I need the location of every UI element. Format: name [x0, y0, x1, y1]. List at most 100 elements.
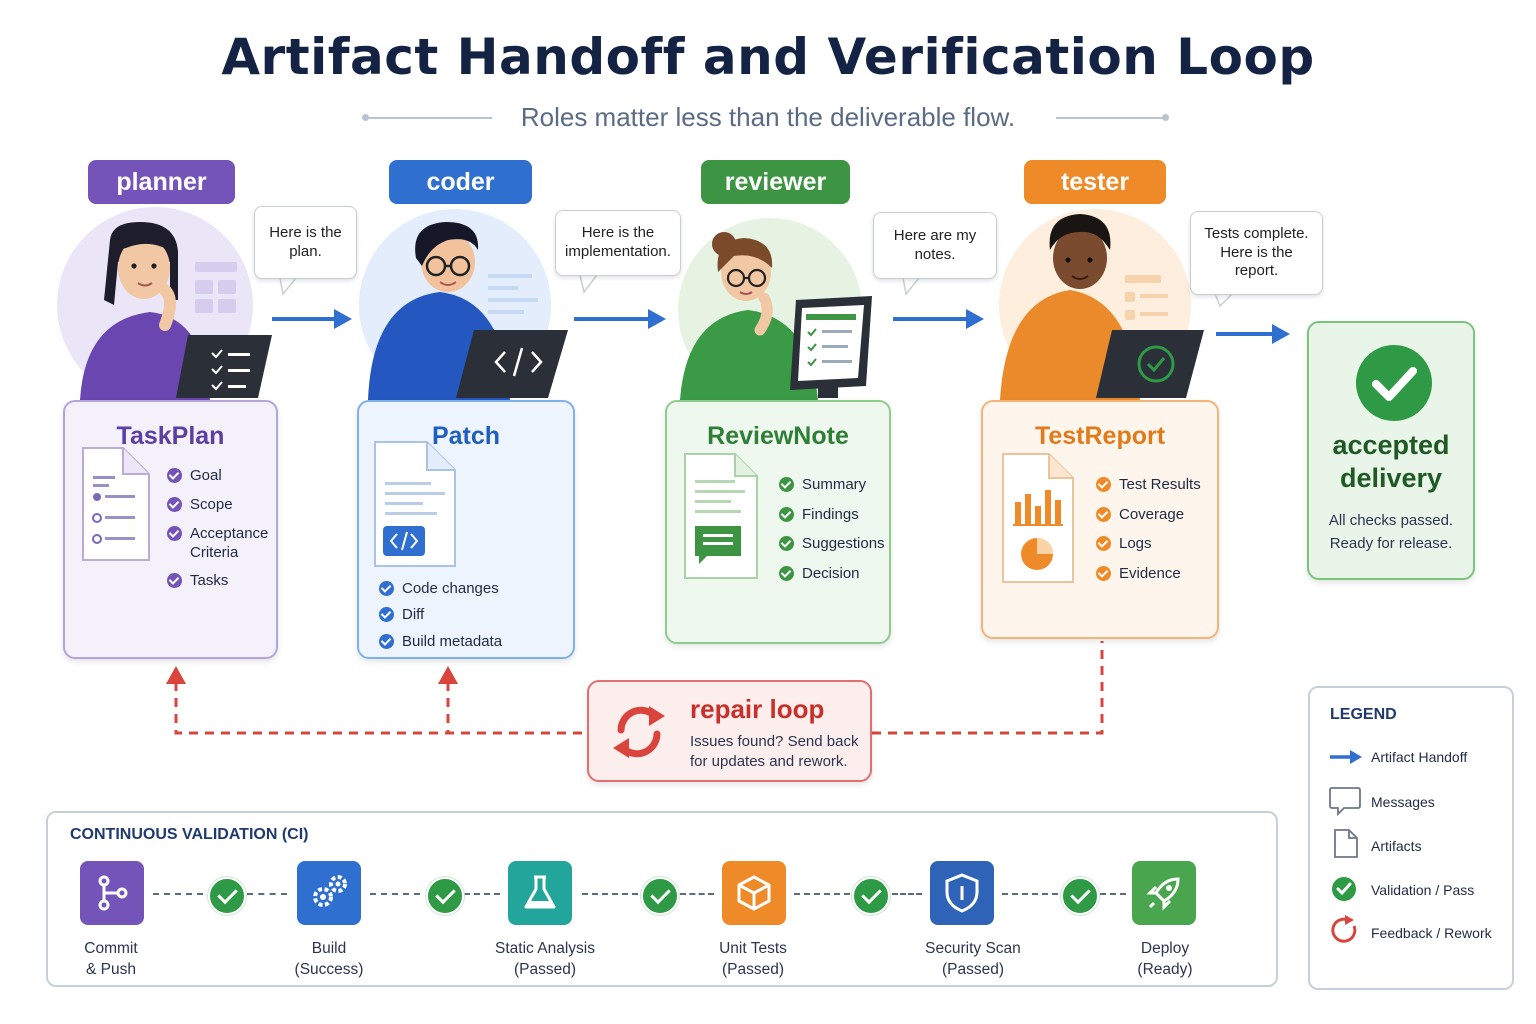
message-bubble-planner: Here is the plan. [254, 206, 357, 279]
arrow-right-icon [1330, 750, 1362, 764]
pass-check-icon [852, 877, 890, 915]
check-circle-icon [1356, 345, 1432, 421]
subtitle-divider-dot [1162, 114, 1169, 121]
artifact-item: Diff [379, 605, 424, 624]
artifact-item: Acceptance Criteria [167, 524, 268, 562]
check-icon [167, 497, 182, 512]
refresh-icon [613, 706, 665, 758]
check-icon [779, 536, 794, 551]
pass-check-icon [426, 877, 464, 915]
page-title: Artifact Handoff and Verification Loop [221, 28, 1315, 86]
legend-item: Feedback / Rework [1371, 925, 1492, 941]
ci-title: CONTINUOUS VALIDATION (CI) [70, 826, 309, 843]
ci-connector [680, 893, 714, 897]
subtitle: Roles matter less than the deliverable f… [520, 102, 1016, 132]
check-icon [379, 581, 394, 596]
check-icon [379, 634, 394, 649]
accepted-text: All checks passed. Ready for release. [1328, 512, 1454, 552]
legend-icons [1329, 750, 1362, 943]
accepted-title: accepted delivery [1332, 430, 1450, 493]
check-icon [167, 573, 182, 588]
file-icon [1334, 829, 1358, 858]
review-doc-icon [684, 453, 758, 579]
accepted-delivery-card: accepted delivery All checks passed. Rea… [1307, 321, 1475, 580]
subtitle-divider-dot [362, 114, 369, 121]
document-icon [82, 447, 150, 561]
artifact-card-reviewnote: ReviewNote Summary Findings Suggestions … [665, 400, 891, 644]
check-icon [1096, 536, 1111, 551]
artifact-item: Decision [779, 564, 860, 583]
cube-icon [722, 861, 786, 925]
check-icon [779, 507, 794, 522]
pass-check-icon [641, 877, 679, 915]
pass-check-icon [208, 877, 246, 915]
ci-step-label: Deploy (Ready) [1137, 940, 1193, 978]
artifact-item: Build metadata [379, 632, 502, 651]
artifact-card-patch: Patch Code changes Diff Build metadata [357, 400, 575, 659]
role-illustrations [57, 207, 1290, 403]
role-reviewer: reviewer [701, 160, 850, 204]
ci-step-label: Build (Success) [294, 940, 364, 978]
gears-icon [297, 861, 361, 925]
check-icon [1096, 477, 1111, 492]
speech-bubble-icon [1329, 787, 1361, 817]
ci-step-label: Unit Tests (Passed) [719, 940, 787, 978]
role-tester: tester [1024, 160, 1166, 204]
shield-icon [930, 861, 994, 925]
ci-connector [892, 893, 922, 897]
artifact-item: Evidence [1096, 564, 1181, 583]
legend-item: Artifacts [1371, 838, 1422, 854]
artifact-item: Code changes [379, 579, 499, 598]
repair-loop-connectors [166, 641, 1104, 735]
role-coder: coder [389, 160, 532, 204]
subtitle-divider [1056, 117, 1164, 119]
ci-connector [153, 893, 203, 897]
repair-title: repair loop [690, 694, 825, 724]
legend-item: Artifact Handoff [1371, 749, 1468, 765]
ci-connector [370, 893, 420, 897]
legend-item: Messages [1371, 794, 1435, 810]
pass-check-icon [1061, 877, 1099, 915]
reviewer-illustration [678, 218, 872, 402]
flask-icon [508, 861, 572, 925]
planner-illustration [57, 207, 272, 403]
check-circle-icon [1332, 877, 1356, 901]
legend-item: Validation / Pass [1371, 882, 1475, 898]
ci-connector [794, 893, 850, 897]
check-icon [167, 468, 182, 483]
artifact-title: TaskPlan [116, 422, 225, 450]
message-bubble-tester: Tests complete. Here is the report. [1190, 211, 1323, 295]
ci-step-label: Security Scan (Passed) [925, 940, 1021, 978]
artifact-item: Scope [167, 495, 233, 514]
code-file-icon [374, 441, 456, 567]
role-planner: planner [88, 160, 235, 204]
artifact-item: Test Results [1096, 475, 1201, 494]
artifact-item: Suggestions [779, 534, 885, 553]
ci-step-label: Static Analysis (Passed) [495, 940, 595, 978]
artifact-card-taskplan: TaskPlan Goal Scope Acceptance Criteria … [63, 400, 278, 659]
ci-connector [247, 893, 287, 897]
artifact-item: Coverage [1096, 505, 1184, 524]
bubble-tails [279, 274, 1233, 308]
legend-title: LEGEND [1330, 706, 1397, 723]
message-bubble-coder: Here is the implementation. [555, 210, 681, 276]
artifact-item: Goal [167, 466, 222, 485]
artifact-item: Summary [779, 475, 866, 494]
coder-illustration [359, 209, 568, 401]
tester-illustration [999, 209, 1204, 401]
report-doc-icon [1002, 453, 1074, 583]
check-icon [379, 607, 394, 622]
artifact-title: TestReport [1034, 422, 1166, 450]
artifact-title: Patch [431, 422, 501, 450]
check-icon [1096, 507, 1111, 522]
repair-text: Issues found? Send back for updates and … [690, 733, 859, 770]
artifact-item: Logs [1096, 534, 1152, 553]
subtitle-divider [368, 117, 492, 119]
message-bubble-reviewer: Here are my notes. [873, 212, 997, 279]
ci-step-label: Commit & Push [84, 940, 138, 978]
ci-connector [1100, 893, 1126, 897]
refresh-icon [1331, 915, 1357, 943]
ci-connector [582, 893, 638, 897]
artifact-item: Tasks [167, 571, 228, 590]
check-icon [167, 526, 182, 541]
